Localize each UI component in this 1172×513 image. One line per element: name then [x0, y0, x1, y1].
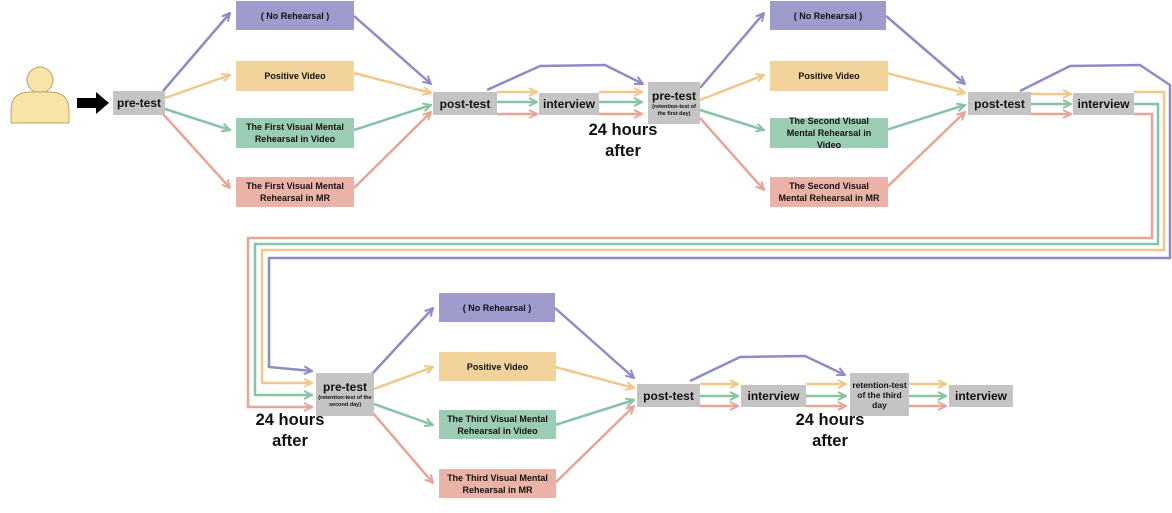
stage2-positive-video-box: Positive Video [770, 61, 888, 91]
stage3-positive-video-box: Positive Video [439, 352, 556, 381]
stage2-positive-video-label: Positive Video [798, 71, 860, 81]
stage2-mr-rehearsal-box: The Second Visual Mental Rehearsal in MR [770, 177, 888, 207]
stage2-pretest-note: (retention-test of the first day) [652, 103, 696, 117]
stage1-interview-box: interview [539, 93, 599, 115]
stage2-posttest-box: post-test [968, 92, 1031, 115]
stage3-no-rehearsal-box: ( No Rehearsal ) [439, 293, 555, 322]
stage1-video-rehearsal-box: The First Visual Mental Rehearsal in Vid… [236, 118, 354, 148]
stage3-posttest-box: post-test [637, 384, 700, 407]
stage2-video-rehearsal-box: The Second Visual Mental Rehearsal in Vi… [770, 116, 888, 150]
stage3-mr-rehearsal-label: The Third Visual Mental Rehearsal in MR [447, 472, 548, 495]
delay-1-label: 24 hours after [588, 121, 658, 160]
stage1-video-rehearsal-label: The First Visual Mental Rehearsal in Vid… [246, 122, 344, 144]
participant-icon [10, 66, 70, 124]
stage3-no-rehearsal-label: ( No Rehearsal ) [462, 302, 532, 313]
retention-test-box: retention-test of the third day [850, 373, 909, 416]
stage3-pretest-note: (retention-test of the second day) [318, 395, 372, 408]
stage3-pretest-label: pre-test [322, 380, 367, 394]
stage3-posttest-label: post-test [643, 388, 694, 403]
stage2-no-rehearsal-box: ( No Rehearsal ) [770, 1, 886, 30]
stage2-interview-label: interview [1077, 97, 1130, 111]
stage1-no-rehearsal-label: ( No Rehearsal ) [260, 10, 330, 21]
stage1-positive-video-box: Positive Video [236, 61, 354, 91]
stage1-mr-rehearsal-label: The First Visual Mental Rehearsal in MR [246, 181, 344, 203]
stage3-pretest-box: pre-test (retention-test of the second d… [316, 373, 374, 416]
stage1-mr-rehearsal-box: The First Visual Mental Rehearsal in MR [236, 177, 354, 207]
stage1-posttest-box: post-test [433, 92, 497, 115]
stage2-interview-box: interview [1073, 93, 1134, 115]
retention-test-label: retention-test of the third day [852, 379, 907, 410]
stage1-no-rehearsal-box: ( No Rehearsal ) [236, 1, 354, 30]
stage1-posttest-label: post-test [439, 96, 491, 111]
stage2-no-rehearsal-label: ( No Rehearsal ) [793, 10, 863, 21]
stage3-interview-label: interview [747, 389, 800, 403]
stage3-video-rehearsal-box: The Third Visual Mental Rehearsal in Vid… [439, 410, 556, 439]
stage2-video-rehearsal-label: The Second Visual Mental Rehearsal in Vi… [786, 116, 872, 150]
stage3-mr-rehearsal-box: The Third Visual Mental Rehearsal in MR [439, 469, 556, 498]
stage3-video-rehearsal-label: The Third Visual Mental Rehearsal in Vid… [447, 413, 548, 436]
stage2-pretest-label: pre-test [651, 88, 696, 103]
stage1-positive-video-label: Positive Video [264, 71, 326, 81]
stage2-posttest-label: post-test [974, 96, 1025, 111]
final-interview-box: interview [949, 385, 1013, 407]
delay-2-label: 24 hours after [255, 411, 325, 450]
stage1-pretest-label: pre-test [116, 96, 161, 110]
start-arrow-icon [77, 92, 109, 114]
stage3-interview-box: interview [741, 385, 806, 407]
stage1-interview-label: interview [542, 97, 596, 111]
delay-3-label: 24 hours after [795, 411, 865, 450]
stage1-pretest-box: pre-test [113, 91, 165, 115]
stage2-pretest-box: pre-test (retention-test of the first da… [648, 82, 700, 124]
final-interview-label: interview [954, 389, 1008, 403]
stage2-mr-rehearsal-label: The Second Visual Mental Rehearsal in MR [778, 181, 880, 203]
stage3-positive-video-label: Positive Video [466, 361, 529, 372]
